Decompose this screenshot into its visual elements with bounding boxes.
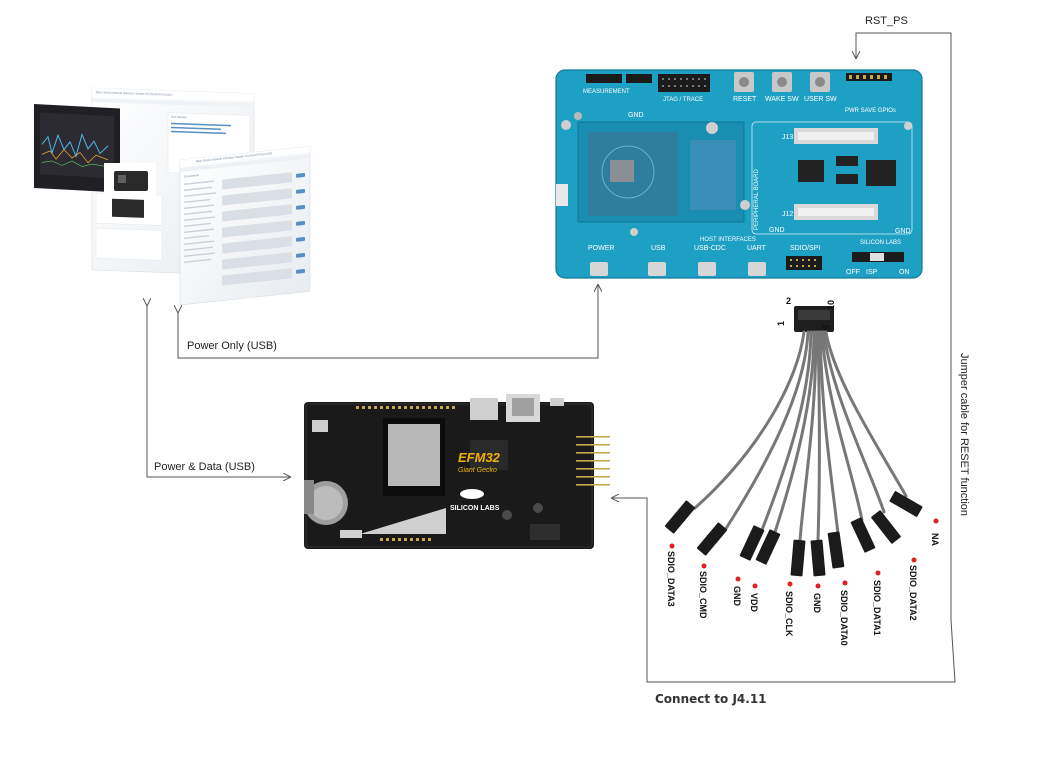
ribbon-cable: 2 10 1 9	[664, 296, 940, 646]
wstk-board: MEASUREMENT JTAG / TRACE RESET WAKE SW U…	[555, 69, 923, 279]
header-pin-10: 10	[826, 300, 836, 310]
header-pin-2: 2	[786, 296, 791, 306]
reset-button-label: RESET	[733, 96, 757, 103]
user-sw-label: USER SW	[804, 96, 837, 103]
pin-label-sdio-cmd: SDIO_CMD	[698, 571, 708, 619]
pin-label-gnd-2: GND	[812, 593, 822, 614]
on-label: ON	[899, 269, 910, 276]
gnd-label-top: GND	[628, 112, 644, 119]
gnd-label-right: GND	[895, 228, 911, 235]
uart-port-label: UART	[747, 245, 767, 252]
power-only-label: Power Only (USB)	[187, 340, 277, 352]
jtag-trace-label: JTAG / TRACE	[663, 97, 703, 103]
pin-label-sdio-data2: SDIO_DATA2	[908, 565, 918, 621]
pwr-save-gpio-label: PWR SAVE GPIOs	[845, 108, 896, 114]
usb-port-label: USB	[651, 245, 666, 252]
gnd-label-mid: GND	[769, 227, 785, 234]
sdio-spi-port-label: SDIO/SPI	[790, 245, 820, 252]
power-port-label: POWER	[588, 245, 614, 252]
efm32-board: EFM32 Giant Gecko SILICON LABS	[304, 394, 610, 549]
efm32-subtitle: Giant Gecko	[458, 467, 497, 474]
usb-cdc-port-label: USB-CDC	[694, 245, 726, 252]
pin-label-sdio-clk: SDIO_CLK	[784, 591, 794, 637]
doc-front-section: Documents	[184, 173, 200, 179]
power-data-line	[147, 305, 290, 477]
pin-label-gnd-1: GND	[732, 586, 742, 607]
j13-label: J13	[782, 134, 793, 141]
host-interfaces-label: HOST INTERFACES	[700, 237, 756, 243]
measurement-label: MEASUREMENT	[583, 89, 630, 95]
doc-title: Blue Gecko Module Wireless Starter Kit (…	[96, 90, 172, 97]
doc-section: Get Started	[171, 115, 187, 120]
documentation-screenshot: Blue Gecko Module Wireless Starter Kit (…	[34, 87, 311, 306]
pin-label-na: NA	[930, 533, 940, 546]
peripheral-board-label: PERIPHERAL BOARD	[754, 169, 760, 230]
jumper-line	[612, 498, 956, 683]
pin-label-sdio-data0: SDIO_DATA0	[839, 590, 849, 646]
efm32-brand: SILICON LABS	[450, 505, 500, 512]
pin-dots	[669, 518, 939, 589]
wake-sw-label: WAKE SW	[765, 96, 799, 103]
power-data-label: Power & Data (USB)	[154, 461, 255, 473]
isp-label: ISP	[866, 269, 878, 276]
jumper-label: Jumper cable for RESET function	[958, 353, 970, 516]
off-label: OFF	[846, 269, 860, 276]
pin-label-sdio-data3: SDIO_DATA3	[666, 551, 676, 607]
efm32-logo: EFM32	[458, 450, 501, 465]
header-pin-1: 1	[776, 321, 786, 326]
wstk-brand-label: SILICON LABS	[860, 240, 901, 246]
rst-ps-line	[856, 32, 952, 620]
pin-label-sdio-data1: SDIO_DATA1	[872, 580, 882, 636]
connect-j4-label: Connect to J4.11	[655, 692, 767, 706]
rst-ps-label: RST_PS	[865, 15, 908, 27]
j12-label: J12	[782, 211, 793, 218]
header-pin-9: 9	[821, 325, 831, 330]
pin-label-vdd: VDD	[749, 593, 759, 613]
